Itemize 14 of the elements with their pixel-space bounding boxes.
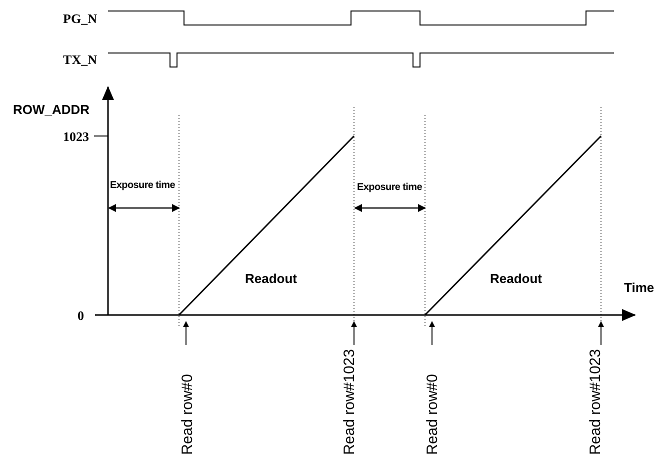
- axis-title: ROW_ADDR: [13, 103, 90, 116]
- tick-label: 1023: [63, 130, 89, 143]
- dimension-label: Exposure time: [110, 181, 176, 191]
- time-label: Read row#1023: [588, 349, 602, 455]
- signal-name: PG_N: [63, 12, 97, 25]
- signal-name: TX_N: [63, 53, 97, 66]
- region-label: Readout: [245, 272, 297, 285]
- region-label: Readout: [490, 272, 542, 285]
- tick-label: 0: [78, 309, 84, 322]
- dimension-label: Exposure time: [357, 183, 422, 193]
- time-label: Read row#1023: [342, 349, 356, 455]
- axis-title: Time: [624, 281, 654, 294]
- time-label: Read row#0: [424, 374, 440, 455]
- time-label: Read row#0: [180, 374, 194, 455]
